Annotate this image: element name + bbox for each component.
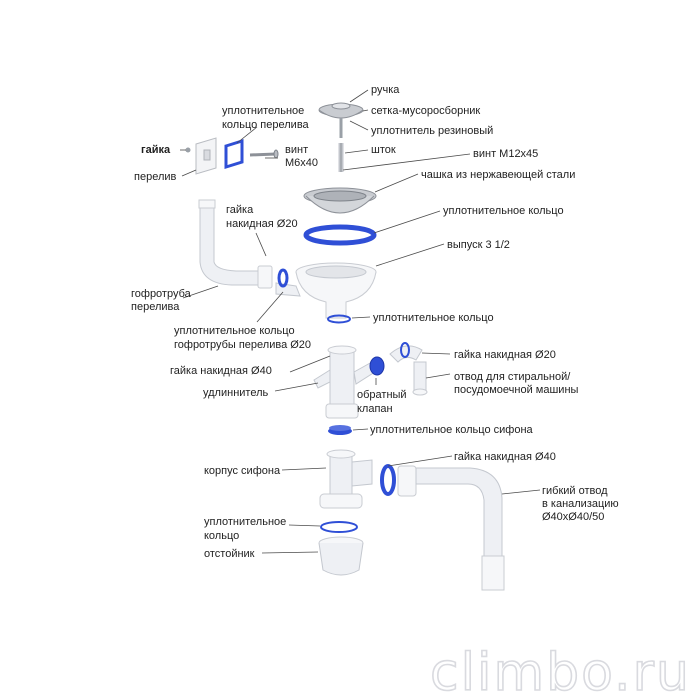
watermark: climbo.ru [430, 643, 691, 700]
extender-tee [313, 345, 379, 419]
overflow-plate [195, 137, 217, 175]
label-siphon-seal: уплотнительное кольцо сифона [370, 424, 534, 436]
mid-seal-ring [327, 314, 351, 324]
label-sump: отстойник [204, 548, 255, 560]
label-screw-m12: винт М12х45 [473, 148, 538, 160]
screw-m6 [249, 149, 279, 159]
label-corrugated-2: перелива [131, 301, 180, 313]
label-nut: гайка [141, 144, 171, 156]
label-steel-cup: чашка из нержавеющей стали [421, 169, 575, 181]
label-stem: шток [371, 144, 396, 156]
label-nut-d20-top-2: накидная Ø20 [226, 218, 298, 230]
label-check-valve-2: клапан [357, 403, 393, 415]
label-handle: ручка [371, 84, 400, 96]
label-seal-low-2: кольцо [204, 530, 239, 542]
overflow-corrugated-pipe [198, 199, 273, 289]
lower-seal-ring [320, 521, 358, 533]
siphon-seal-ring [328, 425, 352, 435]
outlet-bowl [275, 262, 377, 319]
label-screw-m6-1: винт [285, 144, 308, 156]
label-nut-d40-left: гайка накидная Ø40 [170, 365, 272, 377]
label-outlet: выпуск 3 1/2 [447, 239, 510, 251]
small-nut [185, 147, 191, 153]
corrugated-pipe-seal [277, 268, 289, 288]
label-seal-ring-top: уплотнительное кольцо [443, 205, 564, 217]
nut-d40-right [380, 464, 396, 496]
check-valve [369, 356, 385, 376]
top-seal-ring [303, 224, 377, 246]
label-strainer: сетка-мусоросборник [371, 105, 480, 117]
strainer-basket [318, 102, 364, 138]
label-flex-drain-3: Ø40хØ40/50 [542, 511, 604, 523]
siphon-body [319, 449, 373, 509]
label-overflow-seal-2: кольцо перелива [222, 119, 310, 131]
overflow-seal [224, 138, 244, 170]
label-rubber-seal: уплотнитель резиновый [371, 125, 493, 137]
label-nut-d20-right: гайка накидная Ø20 [454, 349, 556, 361]
appliance-outlet [389, 342, 428, 396]
label-flex-drain-2: в канализацию [542, 498, 619, 510]
sump-cup [318, 536, 364, 576]
label-seal-low-1: уплотнительное [204, 516, 286, 528]
label-screw-m6-2: М6х40 [285, 157, 318, 169]
label-overflow-seal-1: уплотнительное [222, 105, 304, 117]
label-corrugated-seal-1: уплотнительное кольцо [174, 325, 295, 337]
label-appliance-outlet-1: отвод для стиральной/ [454, 371, 571, 383]
label-extender: удлиннитель [203, 387, 268, 399]
label-overflow: перелив [134, 171, 177, 183]
label-check-valve-1: обратный [357, 389, 407, 401]
flexible-drain-pipe [397, 465, 505, 591]
steel-cup [303, 187, 377, 214]
label-siphon-body: корпус сифона [204, 465, 281, 477]
label-flex-drain-1: гибкий отвод [542, 485, 608, 497]
label-seal-ring-mid: уплотнительное кольцо [373, 312, 494, 324]
leader-lines [180, 89, 541, 554]
label-appliance-outlet-2: посудомоечной машины [454, 384, 579, 396]
label-nut-d40-right: гайка накидная Ø40 [454, 451, 556, 463]
label-corrugated-seal-2: гофротрубы перелива Ø20 [174, 339, 311, 351]
label-nut-d20-top-1: гайка [226, 204, 254, 216]
label-corrugated-1: гофротруба [131, 288, 192, 300]
